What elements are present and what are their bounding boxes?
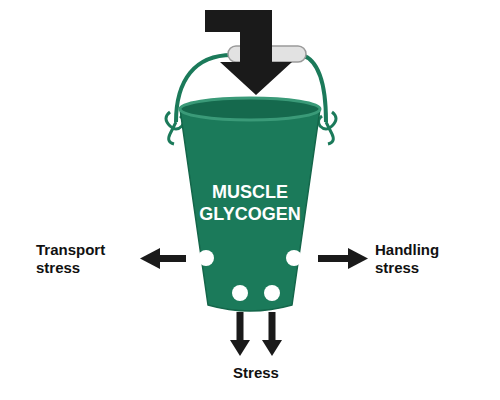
stress-label: Transport stress [36, 241, 136, 277]
bucket-node: MUSCLE GLYCOGEN [170, 95, 330, 317]
bucket-body [180, 109, 320, 311]
stress-label: Stress [206, 364, 306, 382]
bucket-hole [286, 250, 302, 266]
bucket-label: MUSCLE GLYCOGEN [190, 181, 310, 225]
bucket-hole [198, 250, 214, 266]
stress-label: Handling stress [375, 241, 475, 277]
bucket-hole [232, 285, 248, 301]
bucket-hole [264, 285, 280, 301]
inflow-arrow [205, 10, 292, 95]
bucket-rim [180, 98, 320, 120]
bucket-ear [318, 112, 336, 144]
